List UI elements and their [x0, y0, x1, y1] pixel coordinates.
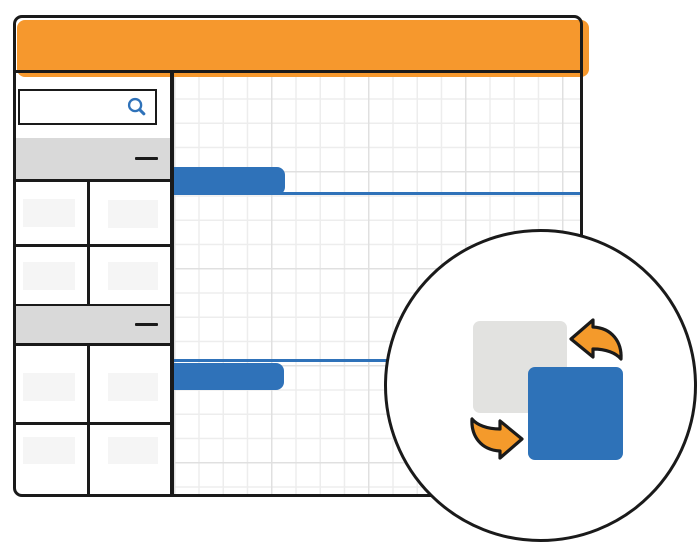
- sidebar-item-placeholder[interactable]: [23, 262, 75, 290]
- sidebar-item-placeholder[interactable]: [23, 437, 75, 464]
- swap-arrow-ccw-icon: [569, 318, 623, 361]
- sidebar-item-placeholder[interactable]: [23, 373, 75, 401]
- sidebar-column-divider: [87, 182, 90, 304]
- swap-arrow-cw-icon: [470, 417, 524, 460]
- timeline-row2-line: [174, 359, 581, 362]
- search-input[interactable]: [20, 99, 126, 115]
- window-header-bar: [17, 20, 589, 77]
- active-square-icon: [528, 367, 623, 460]
- timeline-row1-line: [174, 192, 581, 195]
- timeline-row2-bar[interactable]: [174, 363, 284, 390]
- sidebar-section-header-1[interactable]: [16, 138, 172, 182]
- collapse-minus-icon[interactable]: [135, 156, 158, 160]
- sidebar-item-placeholder[interactable]: [108, 437, 158, 464]
- sidebar-section-header-2[interactable]: [16, 304, 172, 346]
- search-box[interactable]: [18, 89, 157, 125]
- sidebar-item-placeholder[interactable]: [108, 262, 158, 290]
- sidebar-edge-divider: [170, 72, 174, 497]
- search-icon[interactable]: [126, 96, 149, 119]
- collapse-minus-icon[interactable]: [135, 322, 158, 326]
- sidebar-row-divider: [16, 244, 172, 247]
- sidebar-item-placeholder[interactable]: [23, 199, 75, 227]
- timeline-row1-bar[interactable]: [174, 167, 285, 195]
- sidebar-item-placeholder[interactable]: [108, 200, 158, 228]
- sidebar-row-divider: [16, 422, 172, 425]
- sidebar-item-placeholder[interactable]: [108, 373, 158, 401]
- header-divider: [13, 70, 583, 73]
- sidebar-column-divider: [87, 346, 90, 494]
